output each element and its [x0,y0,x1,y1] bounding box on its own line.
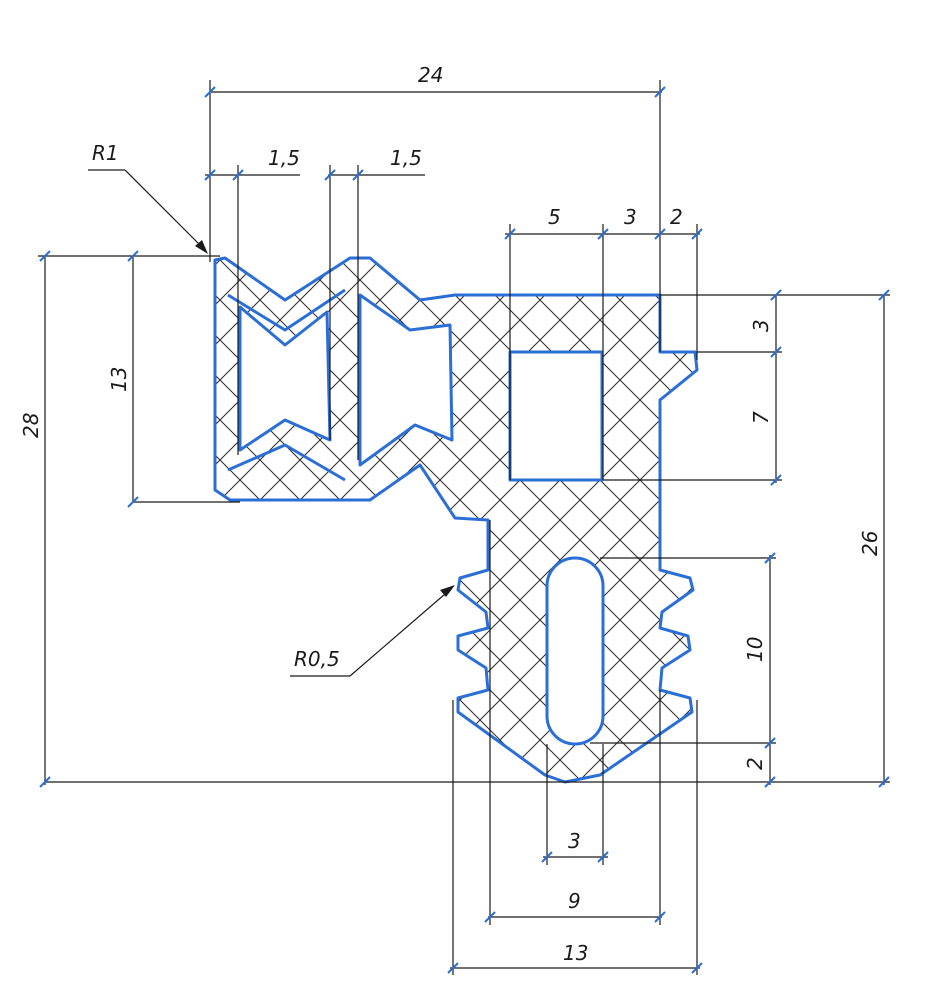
dim-base-width-13: 13 [563,941,588,965]
dim-stem-width-9: 9 [568,889,581,913]
dim-right-26: 26 [858,531,882,556]
middle-chamber-void [360,295,452,465]
dim-right-7: 7 [749,411,773,424]
oval-slot [547,558,603,744]
dimension-labels: 24 1,5 1,5 R1 5 3 2 28 13 3 7 26 10 2 R0… [19,63,882,965]
dim-right-2: 2 [743,757,767,770]
dim-top-3: 3 [624,205,637,229]
dimension-lines [38,80,890,975]
dim-top-5: 5 [548,205,561,229]
dim-fin-width-right: 1,5 [390,146,422,170]
dim-height-13: 13 [107,367,131,392]
dim-overall-width: 24 [418,63,443,87]
dimension-ticks [39,86,890,974]
square-cavity [510,352,602,480]
dim-radius-corner: R1 [92,141,119,165]
dim-height-28: 28 [19,413,43,438]
left-chamber-void [240,307,330,450]
seal-body [215,258,697,782]
dim-slot-width-3: 3 [568,829,581,853]
dim-right-3: 3 [749,319,773,332]
dim-fin-width-left: 1,5 [268,146,300,170]
dim-top-2: 2 [670,205,683,229]
dim-radius-fin: R0,5 [294,647,340,671]
dim-right-10: 10 [743,637,767,662]
leader-arrows [195,240,455,597]
